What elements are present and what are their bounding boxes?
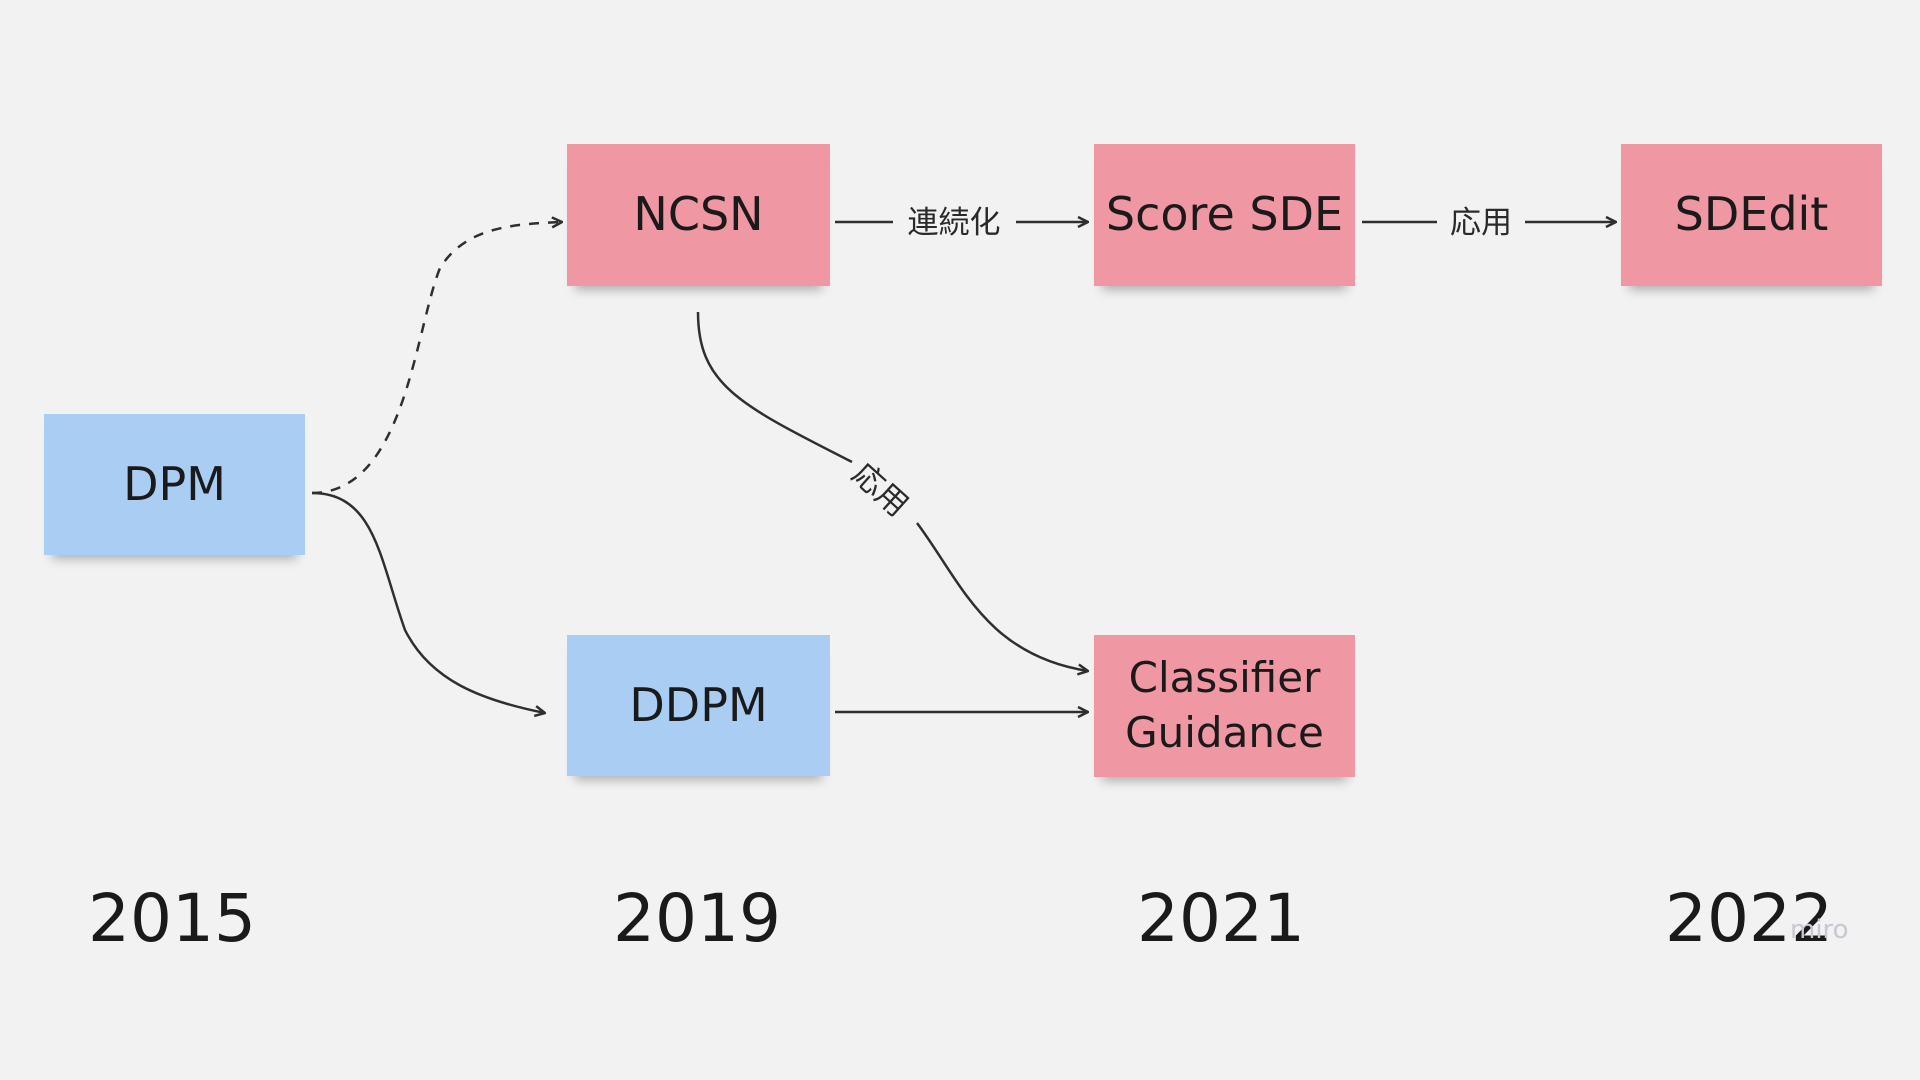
year-label-2019: 2019 [613, 880, 781, 957]
edge-label-application-diag: 応用 [845, 456, 915, 524]
node-ddpm-label: DDPM [629, 677, 768, 732]
node-classifier-guidance-label: Classifier Guidance [1125, 653, 1324, 757]
year-label-2022: 2022 [1665, 880, 1833, 957]
node-ddpm[interactable]: DDPM [567, 635, 830, 776]
edge-ncsn-to-classifier-a [696, 311, 853, 464]
node-dpm[interactable]: DPM [44, 414, 305, 555]
node-sdedit-label: SDEdit [1674, 187, 1829, 242]
node-score-sde-label: Score SDE [1105, 187, 1344, 242]
node-ncsn-label: NCSN [633, 187, 764, 242]
miro-watermark: miro [1790, 915, 1849, 945]
node-dpm-label: DPM [123, 456, 226, 511]
edge-label-continuous: 連続化 [908, 205, 1001, 241]
node-ncsn[interactable]: NCSN [567, 144, 830, 286]
node-score-sde[interactable]: Score SDE [1094, 144, 1355, 286]
year-label-2021: 2021 [1137, 880, 1305, 957]
year-label-2015: 2015 [88, 880, 256, 957]
edge-ncsn-to-classifier-b [916, 522, 1088, 671]
edge-dpm-to-ddpm [311, 491, 545, 713]
node-sdedit[interactable]: SDEdit [1621, 144, 1882, 286]
node-classifier-guidance[interactable]: Classifier Guidance [1094, 635, 1355, 777]
edge-label-application-top: 応用 [1450, 205, 1512, 241]
edge-dpm-to-ncsn [311, 222, 562, 495]
